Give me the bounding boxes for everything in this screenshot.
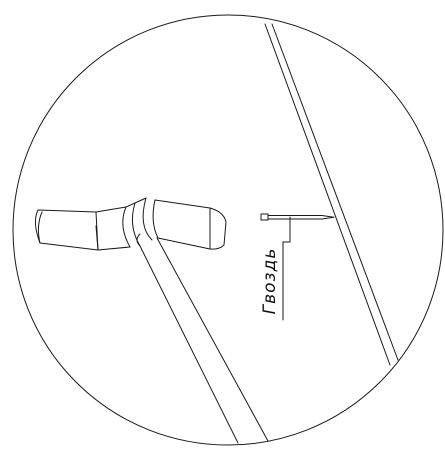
handle-right-edge [156,237,269,442]
handle-left-edge [139,245,239,444]
hammer [34,197,269,444]
leader-line [282,216,291,321]
wall-edge [264,23,399,366]
nail [260,213,335,221]
handle-top [136,233,141,247]
hammer-head-right [154,199,227,250]
nail-head [260,213,269,221]
nail-tip [321,215,335,220]
detail-circle [12,14,444,446]
hammer-collar [122,206,131,248]
nail-label: Гвоздь [260,248,280,315]
hammer-head-left [34,209,99,251]
